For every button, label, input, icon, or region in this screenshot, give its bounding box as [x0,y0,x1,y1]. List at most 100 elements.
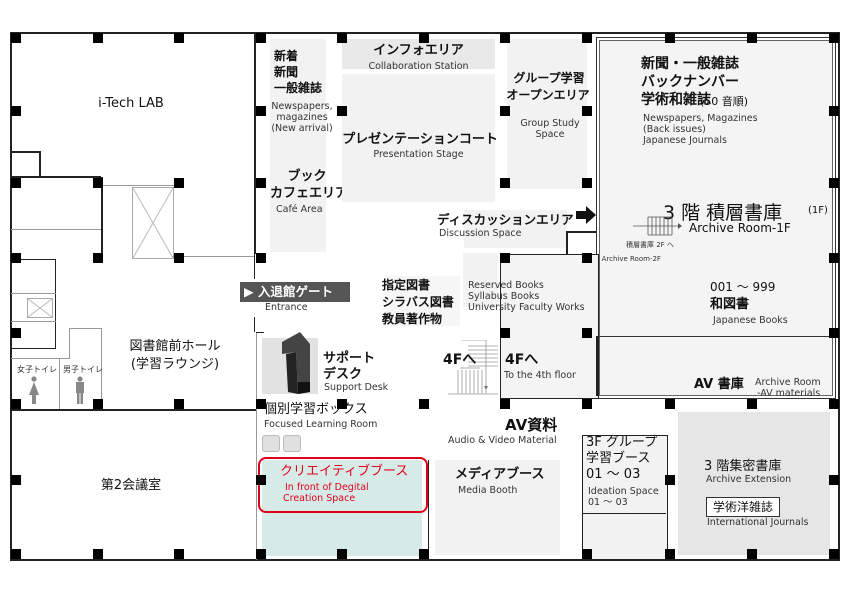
support-desk-en: Support Desk [324,382,389,393]
av-archive-en-1: Archive Room [755,377,821,388]
itech-small-room-v [39,151,41,177]
pillar [93,253,103,263]
zone-presentation-stage[interactable] [342,74,495,202]
pillar [11,253,21,263]
itech-lab-label: i-Tech LAB [98,96,164,111]
ideation-label-2: 学習ブース [586,451,651,466]
elevator-cross-icon [132,187,174,259]
book-cafe-label-1: ブック [287,169,327,184]
shaft-line-bottom [172,256,254,257]
focused-box-2[interactable] [283,435,301,452]
room-archive-extension[interactable] [678,412,830,555]
japanese-books-range: 001 ～ 999 [710,280,776,294]
media-booth-en: Media Booth [458,485,518,496]
pillar [829,178,839,188]
archive-back-en-3: Japanese Journals [643,135,727,146]
ideation-en-2: 01 ～ 03 [588,497,628,508]
focused-box-1[interactable] [262,435,280,452]
archive-ext-badge[interactable]: 学術洋雑誌 [706,497,781,517]
lobby-bottom-wall [11,409,256,411]
pillar [500,33,510,43]
room-itech-lab[interactable]: i-Tech LAB [11,33,254,163]
new-periodicals-label-2: 新聞 [274,65,299,79]
pillar [337,399,347,409]
zone-media-booth[interactable] [435,460,560,555]
new-periodicals-en-2: magazines [276,112,328,123]
pillar [256,33,266,43]
pillar [829,399,839,409]
zone-reserved-books[interactable] [463,253,498,307]
room-av-archive[interactable] [596,336,834,398]
pillar [11,328,21,338]
ideation-label-3: 01 ～ 03 [586,467,641,482]
room-meeting-2[interactable]: 第2会議室 [11,410,256,559]
room-ideation[interactable] [582,435,668,560]
room-reserved-inner[interactable] [500,254,599,399]
av-archive-left-wall [596,336,598,396]
archive-stairs-en: To Archive Room-2F [592,255,661,263]
itech-right-wall [254,32,256,254]
room-archive[interactable] [596,37,836,399]
entrance-en: Entrance [265,302,308,313]
toilet-men-label: 男子トイレ [63,365,103,374]
support-wall-top [256,332,264,333]
pillar [11,475,21,485]
group-study-label-2: オープンエリア [506,88,590,102]
service-wall-2 [55,259,56,349]
itech-small-room [11,151,40,153]
outer-wall-bottom [10,559,840,561]
zone-discussion[interactable] [464,210,567,248]
pillar [829,106,839,116]
new-periodicals-en-1: Newspapers, [271,101,333,112]
entrance-wall-top [254,254,255,279]
creative-en-2: Creation Space [283,493,356,504]
archive-notch-wall [566,231,596,233]
pillar [500,178,510,188]
reserved-label-3: 教員著作物 [382,312,443,326]
archive-ext-en: Archive Extension [706,474,792,485]
service-wall-4 [11,321,56,322]
creative-en-1: In front of Degital [285,482,369,493]
av-material-label: AV資料 [505,416,558,434]
toilet-top [11,358,70,359]
new-periodicals-label-3: 一般雑誌 [274,81,323,95]
pillar [93,33,103,43]
pillar [337,106,347,116]
archive-room-suffix: (1F) [808,205,828,216]
pillar [174,33,184,43]
zone-group-study[interactable] [507,39,587,189]
pillar [256,549,266,559]
ideation-en-1: Ideation Space [588,486,659,497]
pillar [829,253,839,263]
elevator-small-cross-icon [27,298,53,318]
shaft-line-top [101,185,176,186]
pillar [174,178,184,188]
pillar [582,253,592,263]
book-cafe-en: Café Area [276,204,323,215]
media-booth-label: メディアブース [455,467,545,482]
zone-creative-booth[interactable] [262,460,422,556]
pillar [337,33,347,43]
elevator-small [27,298,53,318]
support-desk-label-1: サポート [323,351,376,366]
group-study-label-1: グループ学習 [513,71,585,85]
archive-ext-en2: International Journals [707,517,809,528]
archive-ext-label: 3 階集密書庫 [704,459,782,474]
creative-right-wall [428,460,429,560]
creative-highlight-frame[interactable] [258,457,428,513]
pillar [11,549,21,559]
zone-new-periodicals[interactable] [270,39,326,252]
entrance-wall-bottom [254,317,255,332]
stairs-4f-icon[interactable] [448,340,500,396]
group-study-en-1: Group Study [520,118,580,129]
pillar [11,33,21,43]
outer-wall-top [10,32,840,34]
focused-label: 個別学習ボックス [264,402,368,417]
entrance-gate-button[interactable]: ▶ 入退館ゲート [240,282,350,302]
zone-info-area[interactable] [342,39,495,69]
stairs-archive-2f-icon[interactable] [623,215,683,237]
pillar [500,106,510,116]
pillar [256,178,266,188]
archive-back-label-3: 学術和雑誌 [641,92,711,108]
pillar [419,549,429,559]
